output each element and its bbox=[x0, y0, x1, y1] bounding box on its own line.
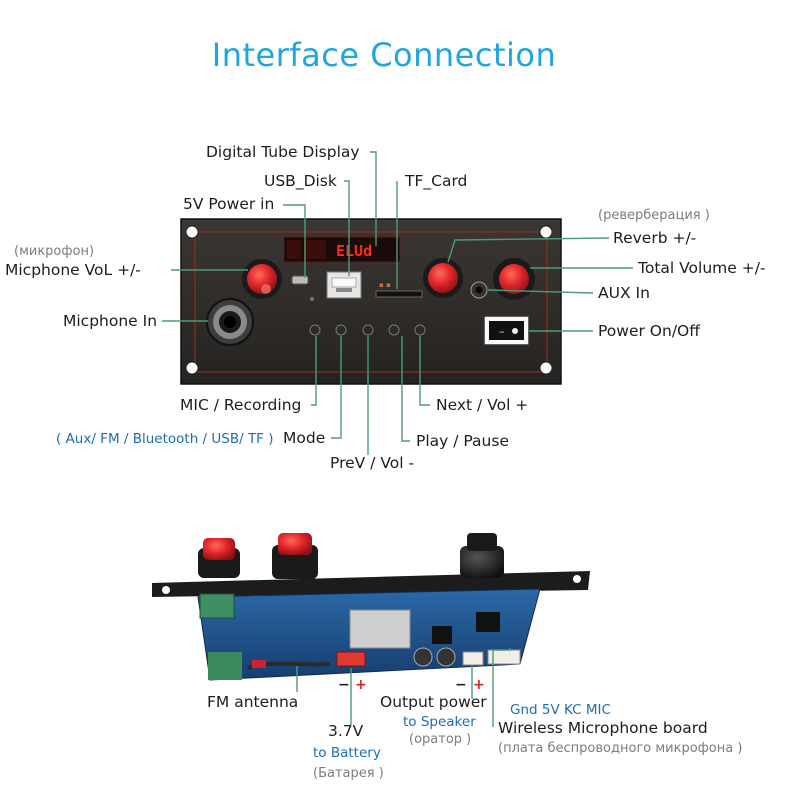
total-volume-knob[interactable] bbox=[493, 258, 535, 300]
label-wireless-mic-board: Wireless Microphone board bbox=[498, 719, 708, 737]
label-usb-disk: USB_Disk bbox=[264, 172, 337, 191]
label-aux-in: AUX In bbox=[598, 284, 650, 302]
side-knob-left bbox=[198, 538, 240, 578]
reverb-knob[interactable] bbox=[423, 258, 463, 298]
label-to-speaker: to Speaker bbox=[403, 714, 476, 730]
battery-connector bbox=[336, 651, 366, 667]
speaker-plus: + bbox=[473, 677, 485, 693]
green-terminal bbox=[199, 593, 235, 619]
label-battery-voltage: 3.7V bbox=[328, 722, 364, 740]
label-battery-russian: (Батарея ) bbox=[313, 766, 384, 781]
prev-vol-down-button[interactable] bbox=[362, 324, 374, 336]
tf-card-slot[interactable] bbox=[375, 290, 423, 298]
label-tf-card: TF_Card bbox=[404, 172, 467, 191]
label-reverb-russian: (реверберация ) bbox=[598, 208, 710, 223]
micro-usb-power-port[interactable] bbox=[291, 275, 309, 285]
side-knob-right bbox=[460, 533, 504, 578]
page-title: Interface Connection bbox=[212, 36, 557, 74]
mic-recording-button[interactable] bbox=[309, 324, 321, 336]
battery-minus: − bbox=[338, 677, 350, 693]
screw-hole bbox=[185, 225, 199, 239]
board-side-view bbox=[152, 533, 590, 681]
mic-volume-knob[interactable] bbox=[242, 259, 282, 299]
label-output-power: Output power bbox=[380, 693, 487, 711]
label-mic-in: Micphone In bbox=[63, 312, 157, 330]
top-leader-lines bbox=[162, 151, 633, 455]
usb-disk-port[interactable] bbox=[326, 271, 362, 299]
speaker-connector bbox=[462, 651, 484, 666]
label-mode: Mode bbox=[283, 429, 325, 447]
label-mic-russian: (микрофон) bbox=[14, 244, 94, 259]
power-switch[interactable]: – bbox=[483, 315, 530, 346]
svg-text:–: – bbox=[499, 325, 505, 338]
display-readout: ELUd bbox=[336, 242, 372, 260]
label-mic-volume: Micphone VoL +/- bbox=[5, 261, 141, 279]
mic-in-jack[interactable] bbox=[206, 298, 254, 346]
front-panel: ELUd ▪ ▪ bbox=[180, 218, 562, 385]
label-play-pause: Play / Pause bbox=[416, 432, 509, 450]
battery-plus: + bbox=[355, 677, 367, 693]
screw-hole bbox=[539, 361, 553, 375]
label-total-volume: Total Volume +/- bbox=[637, 259, 766, 277]
top-labels: Digital Tube Display USB_Disk TF_Card 5V… bbox=[5, 143, 766, 472]
next-vol-up-button[interactable] bbox=[414, 324, 426, 336]
label-to-battery: to Battery bbox=[313, 745, 381, 761]
svg-text:▪ ▪: ▪ ▪ bbox=[379, 281, 391, 289]
label-power-on-off: Power On/Off bbox=[598, 322, 700, 340]
label-5v-power-in: 5V Power in bbox=[183, 195, 274, 213]
play-pause-button[interactable] bbox=[388, 324, 400, 336]
digital-tube-display bbox=[283, 236, 401, 263]
label-speaker-russian: (оратор ) bbox=[409, 732, 471, 747]
bottom-leader-lines bbox=[296, 648, 511, 727]
label-reverb: Reverb +/- bbox=[613, 229, 696, 247]
label-prev-vol: PreV / Vol - bbox=[330, 454, 414, 472]
bottom-labels: FM antenna − + 3.7V to Battery (Батарея … bbox=[207, 677, 742, 781]
label-mic-recording: MIC / Recording bbox=[180, 396, 301, 414]
side-knob-middle bbox=[272, 533, 318, 579]
mode-button[interactable] bbox=[335, 324, 347, 336]
label-gnd-pins: Gnd 5V KC MIC bbox=[510, 702, 611, 718]
label-mode-sources: ( Aux/ FM / Bluetooth / USB/ TF ) bbox=[56, 431, 274, 447]
screw-hole bbox=[185, 361, 199, 375]
speaker-minus: − bbox=[455, 677, 467, 693]
label-fm-antenna: FM antenna bbox=[207, 693, 298, 711]
label-next-vol: Next / Vol + bbox=[436, 396, 528, 414]
label-digital-tube-display: Digital Tube Display bbox=[206, 143, 360, 161]
screw-hole bbox=[539, 225, 553, 239]
aux-in-jack[interactable] bbox=[470, 281, 488, 299]
label-wireless-mic-russian: (плата беспроводного микрофона ) bbox=[498, 741, 742, 756]
